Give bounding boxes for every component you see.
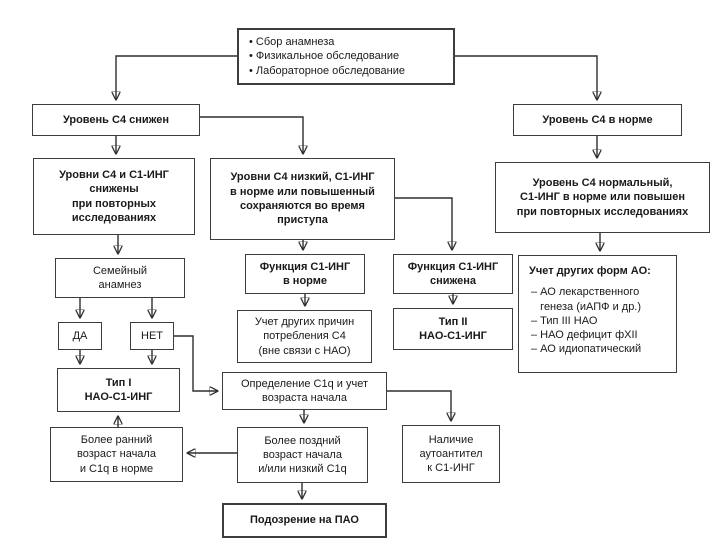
node-no: НЕТ [130, 322, 174, 350]
node-suspect-pao: Подозрение на ПАО [222, 503, 387, 538]
node-c4-normal-c1inh-normal-repeat: Уровень С4 нормальный, С1-ИНГ в норме ил… [495, 162, 710, 233]
node-c1inh-function-low: Функция С1-ИНГ снижена [393, 254, 513, 294]
other-ao-forms-list: – АО лекарственного генеза (иАПФ и др.) … [531, 286, 642, 356]
node-yes: ДА [58, 322, 102, 350]
node-family-history: Семейный анамнез [55, 258, 185, 298]
node-c1inh-autoantibodies: Наличие аутоантител к С1-ИНГ [402, 425, 500, 483]
node-other-ao-forms: Учет других форм АО: – АО лекарственного… [518, 255, 677, 373]
node-late-onset-low-c1q: Более поздний возраст начала и/или низки… [237, 427, 368, 483]
node-type1-hae: Тип I НАО-С1-ИНГ [57, 368, 180, 412]
node-early-onset-normal-c1q: Более ранний возраст начала и С1q в норм… [50, 427, 183, 482]
node-c4-low: Уровень С4 снижен [32, 104, 200, 136]
node-c1inh-function-normal: Функция С1-ИНГ в норме [245, 254, 365, 294]
node-other-c4-consumption-causes: Учет других причин потребления С4 (вне с… [237, 310, 372, 363]
node-type2-hae: Тип II НАО-С1-ИНГ [393, 308, 513, 350]
node-c4-normal: Уровень С4 в норме [513, 104, 682, 136]
node-c4-and-c1inh-low-repeat: Уровни С4 и С1-ИНГ снижены при повторных… [33, 158, 195, 235]
node-c1q-test: Определение С1q и учет возраста начала [222, 372, 387, 410]
node-c4-low-c1inh-normal-attack: Уровни С4 низкий, С1-ИНГ в норме или пов… [210, 158, 395, 240]
node-initial-assessment: • Сбор анамнеза • Физикальное обследован… [237, 28, 455, 85]
other-ao-forms-title: Учет других форм АО: [529, 265, 651, 277]
